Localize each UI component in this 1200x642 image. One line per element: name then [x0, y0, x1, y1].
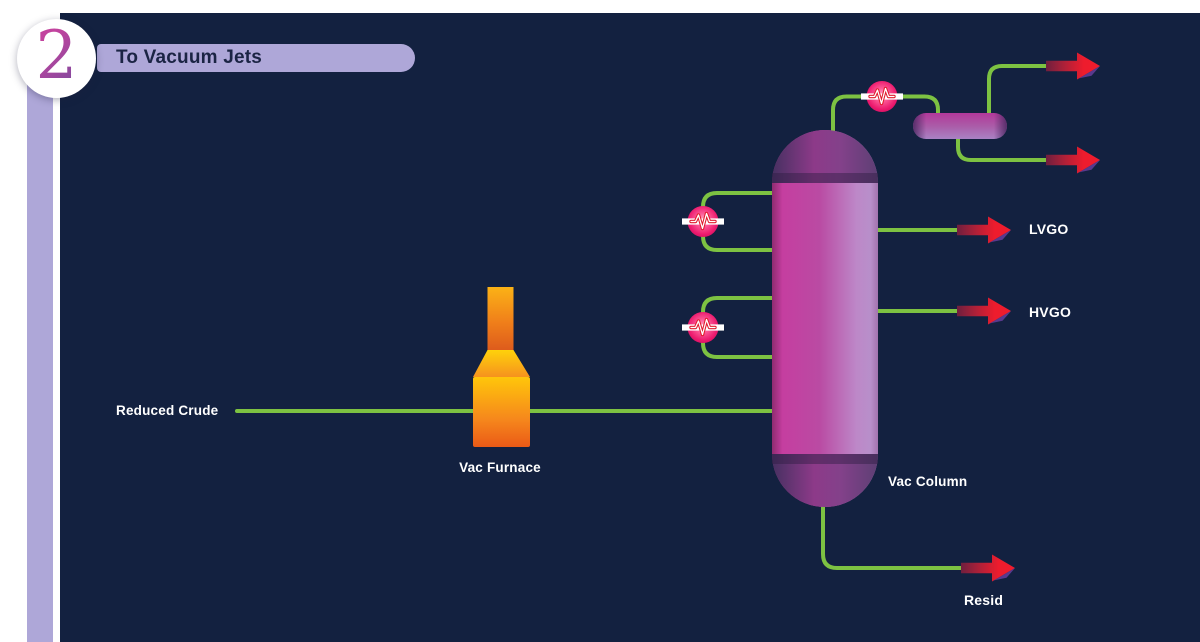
hvgo-label: HVGO [1029, 304, 1072, 320]
drum-bottom-outlet-pipe [956, 133, 1048, 162]
banner-title: To Vacuum Jets [116, 47, 263, 68]
resid-label: Resid [964, 592, 1004, 608]
step-banner: To Vacuum Jets [97, 44, 415, 72]
step-number-badge: 2 [17, 19, 96, 98]
vac-column [772, 130, 878, 507]
flow-arrow-icon-overhead-2 [1046, 146, 1100, 174]
resid-pipe [821, 498, 963, 570]
flow-arrow-icon-overhead-1 [1046, 52, 1100, 80]
heat-exchanger-pulse-icon-overhead [859, 79, 905, 114]
heat-exchanger-pulse-icon-lower [680, 310, 726, 345]
vac-column-label: Vac Column [888, 474, 968, 489]
overhead-drum [913, 113, 1007, 139]
left-accent-stripe [27, 58, 53, 642]
drum-top-outlet-pipe [987, 64, 1048, 122]
vac-furnace-label: Vac Furnace [459, 460, 541, 475]
heat-exchanger-pulse-icon-upper [680, 204, 726, 239]
lvgo-label: LVGO [1029, 221, 1069, 237]
step-number: 2 [35, 16, 78, 94]
flow-arrow-icon-hvgo [957, 297, 1011, 325]
pipes [235, 64, 1048, 570]
vac-furnace [473, 287, 530, 447]
flow-arrow-icon-resid [961, 554, 1015, 582]
flow-arrow-icon-lvgo [957, 216, 1011, 244]
main-panel [60, 13, 1200, 642]
feed-label: Reduced Crude [116, 403, 219, 418]
